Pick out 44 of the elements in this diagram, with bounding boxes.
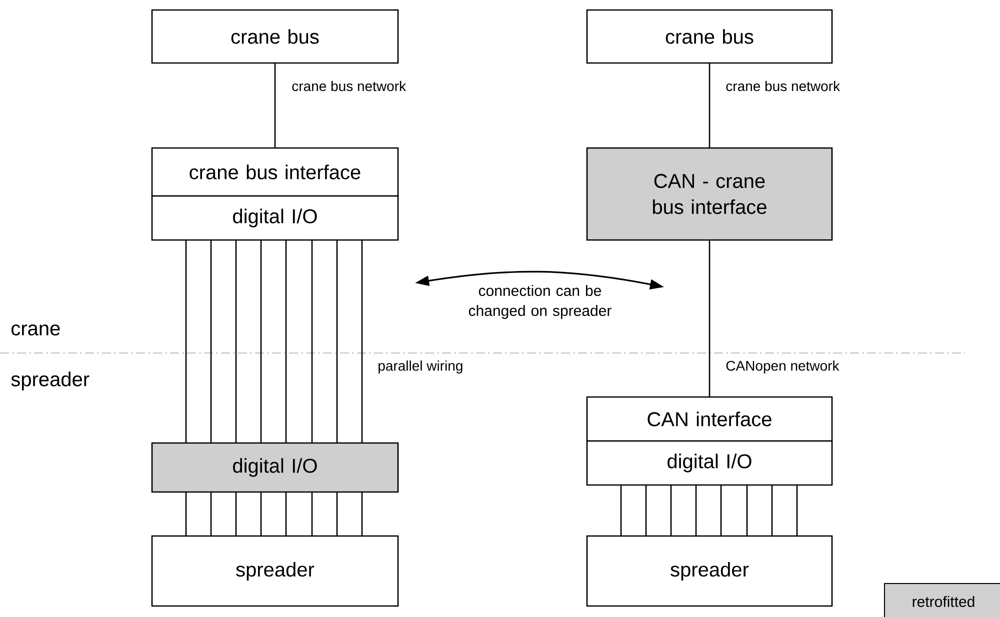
zone-label: spreader (11, 372, 90, 390)
wire (260, 492, 262, 536)
wire (336, 240, 338, 443)
wire (185, 240, 187, 443)
wire (210, 240, 212, 443)
wire (235, 492, 237, 536)
wire (361, 492, 363, 536)
edge-label: crane bus network (290, 80, 408, 92)
spreader-box: spreader (151, 535, 399, 607)
zone-label: crane (12, 324, 60, 336)
process-box: digital I/O (586, 440, 833, 486)
wire (260, 240, 262, 443)
process-box: crane bus (586, 9, 833, 64)
connector-line (708, 240, 710, 397)
process-box: digital I/O (151, 195, 399, 241)
spreader-box: spreader (586, 535, 833, 607)
wire (210, 492, 212, 536)
connector-line (274, 63, 276, 148)
wiring-label: parallel wiring (376, 359, 464, 375)
process-box: CAN - crane bus interface (586, 147, 833, 241)
wire (285, 492, 287, 536)
edge-label: CANopen network (724, 359, 840, 375)
wire (311, 492, 313, 536)
edge-label: crane bus network (724, 80, 842, 92)
wire (311, 240, 313, 443)
connector-line (708, 63, 710, 148)
wire (771, 485, 773, 536)
wire (620, 485, 622, 536)
wire (361, 240, 363, 443)
wire (185, 492, 187, 536)
wire (670, 485, 672, 536)
wire (720, 485, 722, 536)
wire (695, 485, 697, 536)
wire (285, 240, 287, 443)
process-box: crane bus (151, 9, 399, 64)
wire (336, 492, 338, 536)
wire (235, 240, 237, 443)
wire (746, 485, 748, 536)
process-box: digital I/O (151, 442, 399, 493)
wire (796, 485, 798, 536)
wire (645, 485, 647, 536)
process-box: CAN interface (586, 396, 833, 442)
note-text: connection can be changed on spreader (468, 285, 612, 319)
process-box: crane bus interface (151, 147, 399, 197)
